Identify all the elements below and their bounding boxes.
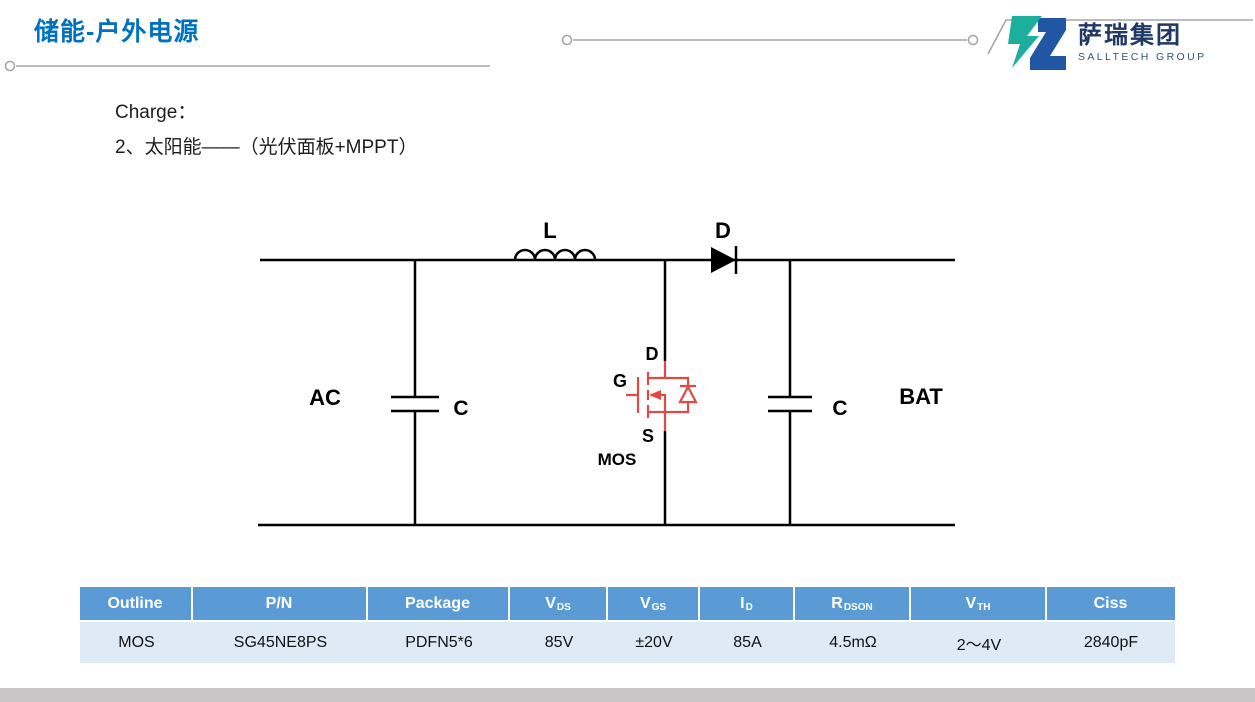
header-text: V [545,594,556,612]
header-text: Package [405,594,470,612]
body-text: Charge： 2、太阳能——（光伏面板+MPPT） [115,100,417,170]
charge-label: Charge： [115,102,197,123]
mos-source-label: S [642,426,654,446]
footer-bar [0,688,1255,702]
circuit-wires [258,248,955,527]
header-text: Ciss [1093,594,1128,612]
cap-left-label: C [453,397,468,420]
mosfet-body-lead [661,393,667,412]
capacitor-right-plates [768,395,812,413]
col-header-ciss: Ciss [1047,587,1175,622]
mosfet-body-arrow [649,390,661,400]
deco-circle-left [561,34,573,46]
header-sub: GS [651,602,667,613]
header-text: P/N [265,594,293,612]
logo-text: 萨瑞集团 SALLTECH GROUP [1078,22,1207,64]
logo-blue-shape [1030,18,1066,70]
company-logo: 萨瑞集团 SALLTECH GROUP [1008,14,1207,72]
mos-label: MOS [598,450,637,469]
header-text: V [639,594,651,612]
cell-vth: 2～4V [911,622,1047,663]
cell-vds: 85V [510,622,608,663]
col-header-package: Package [368,587,510,622]
cell-pn: SG45NE8PS [193,622,368,663]
cap-right-label: C [832,397,847,420]
body-diode-triangle [678,384,698,404]
page-title: 储能-户外电源 [34,18,200,46]
cell-id: 85A [700,622,795,663]
logo-mark-icon [1008,16,1066,70]
logo-text-en: SALLTECH GROUP [1078,51,1207,63]
col-header-pn: P/N [193,587,368,622]
diode-symbol [711,246,738,274]
header-sub: D [745,602,753,613]
capacitor-left-plates [391,395,439,413]
bat-label: BAT [899,384,943,409]
header-sub: DSON [843,602,873,613]
col-header-outline: Outline [80,587,193,622]
inductor-coil [513,248,597,261]
header-text: Outline [107,594,163,612]
deco-circle-right [967,34,979,46]
header-sub: DS [556,602,571,613]
logo-teal-shape [1008,16,1042,68]
ac-label: AC [309,385,341,410]
cell-vgs: ±20V [608,622,700,663]
inductor-label: L [543,218,556,243]
cell-outline: MOS [80,622,193,663]
header-sub: TH [977,602,991,613]
circuit-diagram: L D AC C C BAT D G S MOS [258,218,955,527]
header-text: R [831,594,843,612]
mos-gate-label: G [613,371,627,391]
diode-triangle [711,247,736,273]
cell-package: PDFN5*6 [368,622,510,663]
mos-drain-label: D [646,344,659,364]
cell-rdson: 4.5mΩ [795,622,911,663]
solar-line: 2、太阳能——（光伏面板+MPPT） [115,137,418,158]
deco-circle-far-left [4,60,16,72]
header-text: V [965,594,977,612]
diode-label: D [715,218,731,243]
header-text: I [740,594,745,612]
logo-text-cn: 萨瑞集团 [1078,22,1182,49]
cell-ciss: 2840pF [1047,622,1175,663]
mosfet-symbol [626,361,698,431]
